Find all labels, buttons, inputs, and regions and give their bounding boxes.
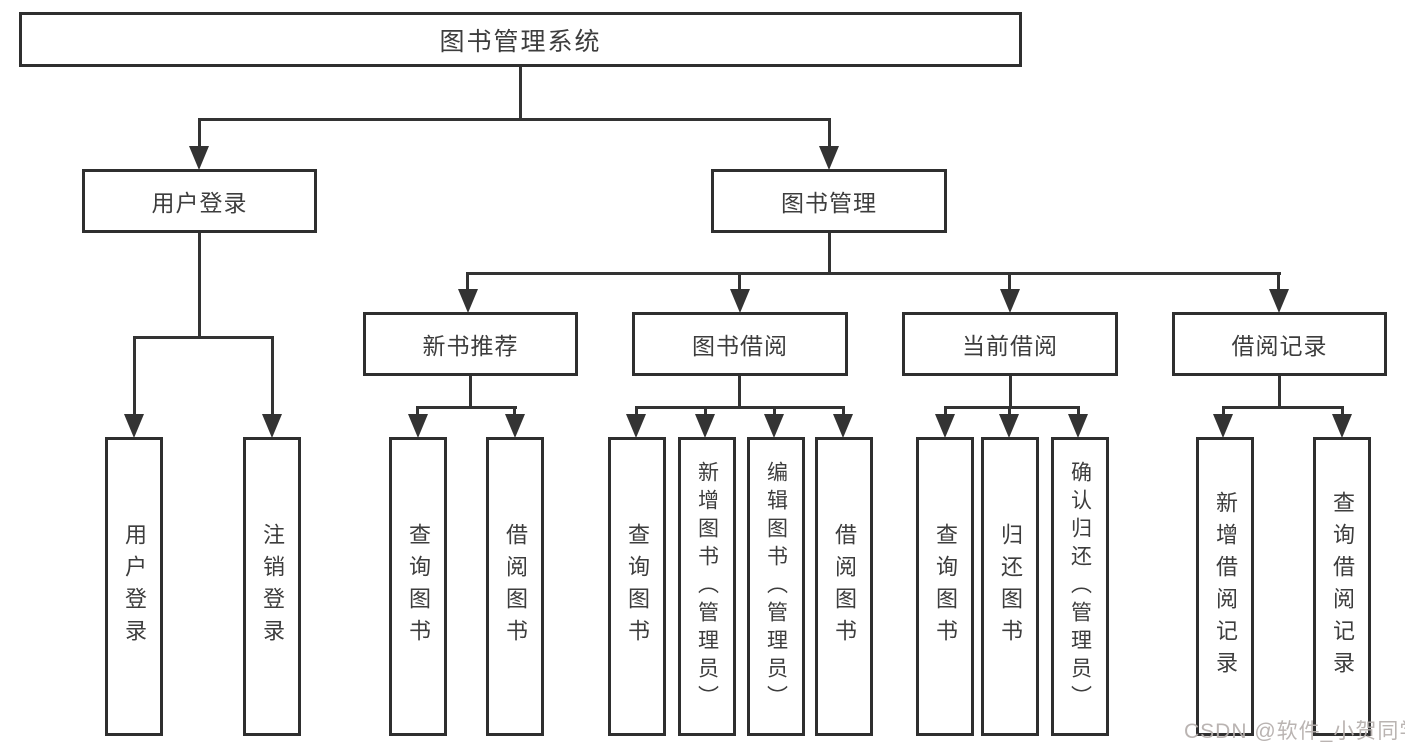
connector-line (635, 406, 845, 409)
connector-line (704, 406, 707, 418)
connector-line (828, 118, 831, 150)
connector-line (198, 118, 831, 121)
arrowhead-icon (730, 289, 750, 313)
connector-line (738, 376, 741, 409)
connector-line (1222, 406, 1225, 418)
leaf-user-login-label: 用户登录 (122, 522, 147, 651)
leaf-edit-book-admin: 编辑图书（管理员） (747, 437, 805, 736)
leaf-borrow-books-borrowing-label: 借阅图书 (832, 522, 857, 651)
arrowhead-icon (124, 414, 144, 438)
leaf-logout: 注销登录 (243, 437, 301, 736)
node-book-borrowing-label: 图书借阅 (692, 333, 788, 359)
leaf-query-books-recommend-label: 查询图书 (406, 522, 431, 651)
connector-line (469, 376, 472, 409)
connector-line (1008, 272, 1011, 292)
connector-line (417, 406, 517, 409)
leaf-add-book-admin-label: 新增图书（管理员） (695, 460, 719, 713)
arrowhead-icon (695, 414, 715, 438)
node-user-login: 用户登录 (82, 169, 317, 233)
leaf-add-borrow-record-label: 新增借阅记录 (1213, 490, 1238, 683)
arrowhead-icon (408, 414, 428, 438)
node-root-label: 图书管理系统 (439, 27, 602, 56)
arrowhead-icon (999, 414, 1019, 438)
connector-line (944, 406, 1080, 409)
leaf-query-borrow-record: 查询借阅记录 (1313, 437, 1371, 736)
leaf-borrow-books-recommend-label: 借阅图书 (503, 522, 528, 651)
connector-line (1222, 406, 1344, 409)
leaf-query-books-current: 查询图书 (916, 437, 974, 736)
connector-line (1009, 376, 1012, 409)
leaf-borrow-books-recommend: 借阅图书 (486, 437, 544, 736)
node-borrowing-records: 借阅记录 (1172, 312, 1387, 376)
node-root: 图书管理系统 (19, 12, 1022, 67)
connector-line (635, 406, 638, 418)
leaf-query-borrow-record-label: 查询借阅记录 (1330, 490, 1355, 683)
node-new-book-recommendation-label: 新书推荐 (422, 333, 519, 359)
node-book-borrowing: 图书借阅 (632, 312, 848, 376)
connector-line (1278, 376, 1281, 409)
node-new-book-recommendation: 新书推荐 (363, 312, 578, 376)
connector-line (467, 272, 1281, 275)
connector-line (738, 272, 741, 292)
leaf-confirm-return-admin-label: 确认归还（管理员） (1068, 460, 1092, 713)
node-book-management: 图书管理 (711, 169, 947, 233)
connector-line (519, 67, 522, 118)
leaf-return-books-label: 归还图书 (998, 522, 1023, 651)
leaf-user-login: 用户登录 (105, 437, 163, 736)
arrowhead-icon (458, 289, 478, 313)
leaf-query-books-borrowing: 查询图书 (608, 437, 666, 736)
connector-line (828, 233, 831, 275)
arrowhead-icon (189, 146, 209, 170)
connector-line (416, 406, 419, 418)
arrowhead-icon (1068, 414, 1088, 438)
leaf-borrow-books-borrowing: 借阅图书 (815, 437, 873, 736)
arrowhead-icon (1269, 289, 1289, 313)
connector-line (133, 336, 136, 416)
arrowhead-icon (626, 414, 646, 438)
connector-line (1341, 406, 1344, 418)
watermark: CSDN @软件_小贺同学 (1184, 720, 1405, 743)
arrowhead-icon (505, 414, 525, 438)
connector-line (1277, 272, 1280, 292)
leaf-edit-book-admin-label: 编辑图书（管理员） (764, 460, 788, 713)
connector-line (842, 406, 845, 418)
leaf-query-books-borrowing-label: 查询图书 (625, 522, 650, 651)
connector-line (198, 233, 201, 339)
arrowhead-icon (833, 414, 853, 438)
connector-line (773, 406, 776, 418)
leaf-confirm-return-admin: 确认归还（管理员） (1051, 437, 1109, 736)
leaf-query-books-current-label: 查询图书 (933, 522, 958, 651)
arrowhead-icon (819, 146, 839, 170)
connector-line (513, 406, 516, 418)
connector-line (1008, 406, 1011, 418)
node-borrowing-records-label: 借阅记录 (1231, 333, 1328, 359)
connector-line (271, 336, 274, 416)
connector-line (466, 272, 469, 292)
arrowhead-icon (935, 414, 955, 438)
connector-line (1077, 406, 1080, 418)
arrowhead-icon (1332, 414, 1352, 438)
arrowhead-icon (764, 414, 784, 438)
leaf-add-borrow-record: 新增借阅记录 (1196, 437, 1254, 736)
leaf-add-book-admin: 新增图书（管理员） (678, 437, 736, 736)
node-current-borrowing: 当前借阅 (902, 312, 1118, 376)
arrowhead-icon (1000, 289, 1020, 313)
connector-line (133, 336, 274, 339)
node-user-login-label: 用户登录 (151, 190, 248, 216)
leaf-query-books-recommend: 查询图书 (389, 437, 447, 736)
node-book-management-label: 图书管理 (781, 190, 877, 216)
arrowhead-icon (262, 414, 282, 438)
leaf-return-books: 归还图书 (981, 437, 1039, 736)
arrowhead-icon (1213, 414, 1233, 438)
leaf-logout-label: 注销登录 (260, 522, 285, 651)
connector-line (198, 118, 201, 150)
node-current-borrowing-label: 当前借阅 (962, 333, 1058, 359)
connector-line (944, 406, 947, 418)
